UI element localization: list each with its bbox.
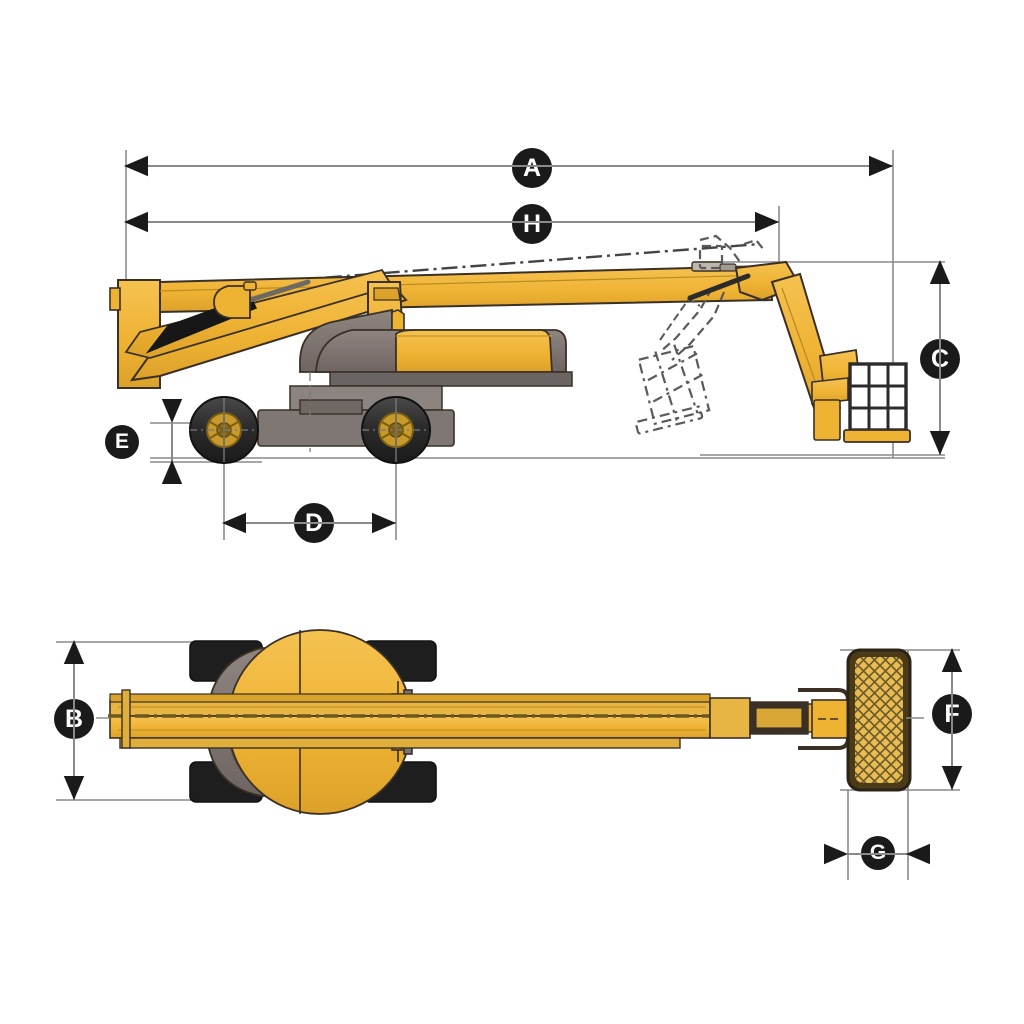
chassis-riser	[299, 399, 363, 415]
boom-plan-main	[109, 715, 711, 739]
turntable-detail	[373, 287, 401, 301]
platform-post	[813, 399, 841, 441]
boom-tank-cap	[243, 281, 257, 291]
boom-plan-rear-cap	[121, 689, 131, 749]
boom-plan-lower-arm	[119, 737, 681, 749]
wheel-centerlines	[190, 372, 430, 462]
platform-floor-side	[843, 429, 911, 443]
machine-deck	[329, 371, 573, 387]
side-view-group	[109, 150, 951, 540]
boom-plan-joint	[709, 697, 751, 739]
platform-basket-side	[843, 362, 911, 443]
boom-tip-hardware-2	[719, 263, 737, 272]
top-view-group	[56, 629, 963, 880]
boom-riser-cap	[109, 287, 121, 311]
parallel-link-arm	[124, 268, 394, 359]
jib-plan-inner	[755, 707, 803, 729]
jib-cylinder	[687, 273, 751, 301]
lift-cylinder-rod	[247, 279, 311, 303]
boom-tip-hardware	[691, 261, 723, 272]
boom-centerline	[267, 242, 761, 284]
phantom-jib-position	[659, 234, 765, 361]
boom-plan-top-edge	[109, 693, 711, 703]
boom-seam-upper	[159, 274, 771, 292]
dimension-label-e: E	[105, 425, 139, 459]
platform-mount-bracket	[811, 377, 849, 405]
platform-basket-plan	[846, 648, 912, 792]
phantom-platform-position	[634, 344, 711, 435]
boom-tank	[213, 285, 251, 319]
